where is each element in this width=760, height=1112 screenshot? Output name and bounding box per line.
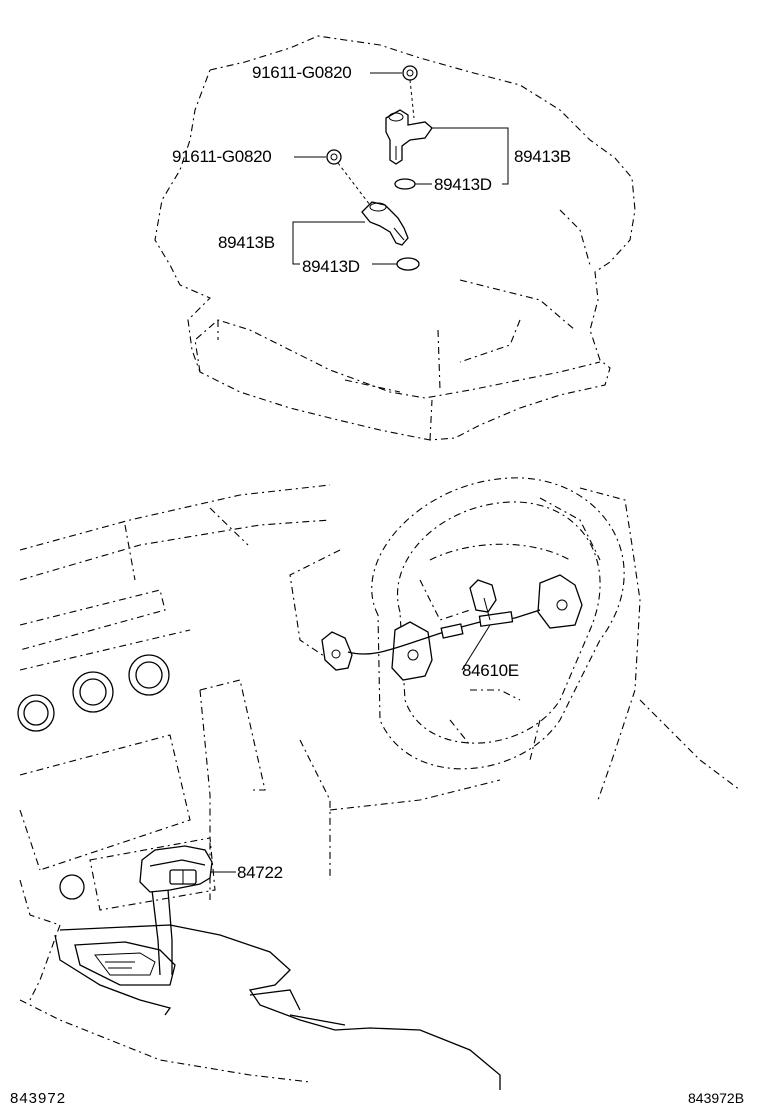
center-console — [54, 924, 501, 1090]
label-oring-lower: 89413D — [302, 257, 360, 276]
steering-switch-center[interactable] — [391, 621, 433, 681]
air-vents — [17, 654, 170, 900]
upper-speed-sensor[interactable] — [385, 109, 433, 165]
steering-switch-harness[interactable] — [347, 579, 541, 655]
lower-bolt[interactable] — [326, 149, 342, 165]
label-shift-switch: 84722 — [237, 863, 283, 882]
lower-speed-sensor[interactable] — [361, 201, 409, 246]
steering-switch-left[interactable] — [321, 631, 353, 671]
upper-o-ring[interactable] — [394, 178, 416, 190]
label-oring-upper: 89413D — [434, 175, 492, 194]
lower-o-ring[interactable] — [396, 257, 420, 271]
shift-lever — [151, 889, 173, 976]
label-steering-switch: 84610E — [462, 661, 519, 680]
shift-switch-assembly[interactable] — [139, 845, 213, 893]
label-bolt-lower: 91611-G0820 — [172, 147, 271, 166]
transmission-housing — [154, 35, 636, 441]
upper-bolt[interactable] — [402, 65, 418, 81]
label-bolt-upper: 91611-G0820 — [252, 63, 351, 82]
steering-wheel — [371, 477, 625, 770]
label-sensor-lower: 89413B — [218, 233, 275, 252]
steering-switch-right[interactable] — [537, 574, 583, 629]
dashboard-outline — [19, 484, 741, 1083]
illustration-code-right: 843972B — [688, 1090, 744, 1106]
label-sensor-upper: 89413B — [514, 147, 571, 166]
illustration-code-left: 843972 — [10, 1090, 66, 1107]
